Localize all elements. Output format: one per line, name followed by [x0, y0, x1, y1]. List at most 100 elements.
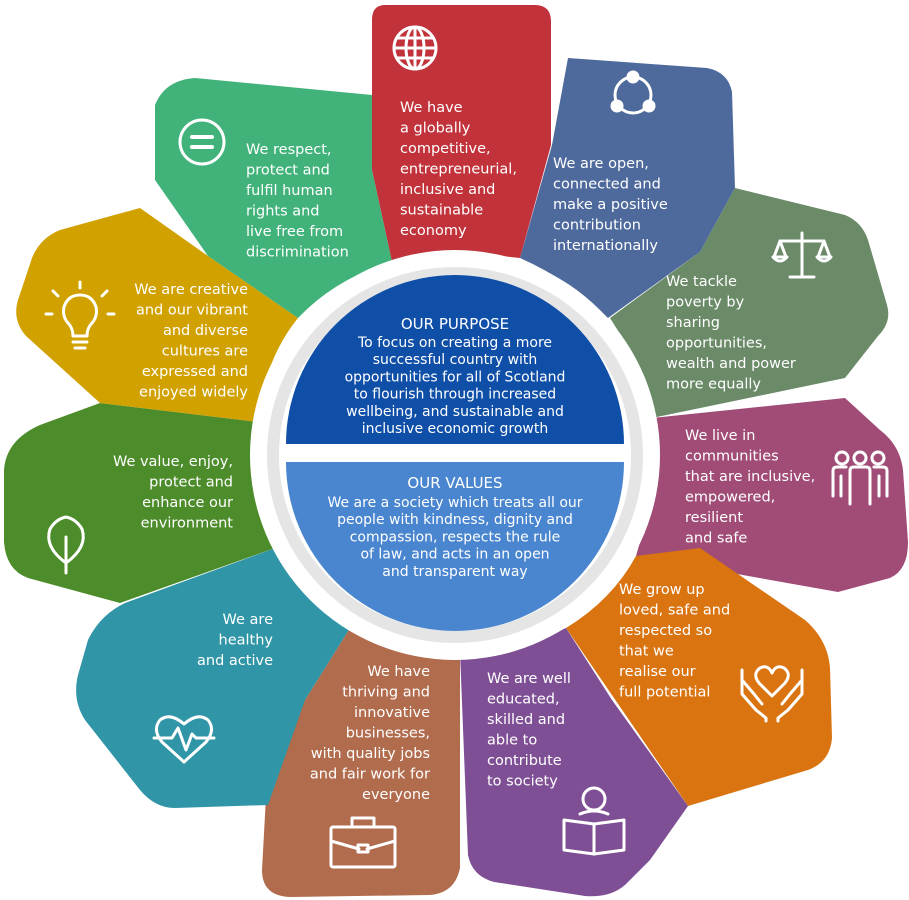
- text-line: sustainable: [400, 203, 483, 219]
- briefcase-icon: [329, 816, 397, 869]
- petal-text-education: We are well educated, skilled and able to co…: [487, 671, 571, 790]
- petal-shape-human-rights: [155, 78, 392, 318]
- people-icon: [831, 450, 889, 506]
- text-line: opportunities,: [666, 336, 767, 352]
- text-line: protect and: [149, 475, 233, 491]
- text-line: businesses,: [346, 726, 430, 742]
- text-line: economy: [400, 223, 467, 239]
- text-line: to flourish through increased: [354, 387, 556, 403]
- text-line: full potential: [619, 685, 710, 701]
- text-line: We value, enjoy,: [113, 454, 233, 470]
- text-line: people with kindness, dignity and: [337, 512, 573, 528]
- text-line: enhance our: [142, 495, 233, 511]
- text-line: connected and: [553, 177, 661, 193]
- text-line: We have: [367, 664, 430, 680]
- leaf-icon: [47, 515, 85, 575]
- text-line: We are well: [487, 671, 571, 687]
- text-line: We are a society which treats all our: [327, 495, 582, 511]
- text-line: contribute: [487, 753, 562, 769]
- text-line: poverty by: [666, 295, 745, 311]
- petal-shape-education: [460, 628, 688, 897]
- text-line: We live in: [685, 428, 755, 444]
- text-line: competitive,: [400, 141, 491, 157]
- text-line: more equally: [666, 377, 761, 393]
- text-line: cultures are: [162, 344, 248, 360]
- text-line: live free from: [246, 224, 343, 240]
- petal-shape-environment: [4, 403, 275, 603]
- text-line: We are: [223, 612, 274, 628]
- reading-person-icon: [562, 786, 626, 856]
- text-line: and transparent way: [382, 564, 527, 580]
- text-line: with quality jobs: [311, 746, 430, 762]
- petal-shape-health: [76, 548, 351, 808]
- text-line: opportunities for all of Scotland: [345, 369, 566, 385]
- text-line: and diverse: [163, 323, 248, 339]
- heartbeat-icon: [152, 715, 216, 764]
- hands-heart-icon: [740, 665, 804, 723]
- text-line: that we: [619, 644, 674, 660]
- values-half: [286, 462, 624, 631]
- petal-text-economy: We have a globally competitive, entrepreneu…: [400, 100, 517, 239]
- lightbulb-icon: [44, 280, 116, 350]
- text-line: sharing: [666, 315, 720, 331]
- text-line: inclusive and: [400, 182, 495, 198]
- text-line: healthy: [219, 633, 274, 649]
- text-line: educated,: [487, 692, 560, 708]
- text-line: make a positive: [553, 197, 668, 213]
- text-line: internationally: [553, 238, 658, 254]
- text-line: We have: [400, 100, 463, 116]
- petal-shape-business: [262, 628, 460, 897]
- text-line: We grow up: [619, 582, 705, 598]
- text-line: empowered,: [685, 490, 775, 506]
- text-line: loved, safe and: [619, 603, 730, 619]
- text-line: resilient: [685, 510, 743, 526]
- text-line: We tackle: [666, 274, 737, 290]
- petal-shape-culture: [16, 208, 298, 422]
- petal-shape-communities: [636, 398, 908, 592]
- text-line: contribution: [553, 218, 641, 234]
- text-line: and fair work for: [310, 767, 430, 783]
- text-line: skilled and: [487, 712, 565, 728]
- text-line: a globally: [400, 121, 471, 137]
- text-line: able to: [487, 733, 537, 749]
- text-line: We respect,: [246, 142, 332, 158]
- text-line: thriving and: [342, 685, 430, 701]
- text-line: wellbeing, and sustainable and: [346, 404, 564, 420]
- text-line: communities: [685, 449, 779, 465]
- petal-economy: We have a globally competitive, entrepreneu…: [372, 5, 551, 262]
- petal-text-international: We are open, connected and make a positive…: [553, 156, 668, 254]
- text-line: We are open,: [553, 156, 649, 172]
- petal-poverty: We tackle poverty by sharing opportunities,…: [610, 188, 889, 418]
- text-line: We are creative: [134, 282, 248, 298]
- text-line: To focus on creating a more: [357, 335, 552, 351]
- petal-international: We are open, connected and make a positive…: [520, 58, 735, 318]
- text-line: inclusive economic growth: [362, 421, 548, 437]
- petal-shape-international: [520, 58, 735, 318]
- text-line: fulfil human: [246, 183, 333, 199]
- purpose-title: OUR PURPOSE: [401, 315, 509, 333]
- text-line: to society: [487, 774, 558, 790]
- purpose-half: [286, 275, 624, 444]
- text-line: rights and: [246, 204, 320, 220]
- equals-icon: [178, 118, 226, 166]
- text-line: successful country with: [373, 352, 538, 368]
- globe-icon: [392, 25, 438, 71]
- text-line: discrimination: [246, 245, 349, 261]
- petal-health: We are healthy and active: [76, 548, 351, 808]
- text-line: and active: [197, 653, 273, 669]
- text-line: wealth and power: [666, 356, 796, 372]
- text-line: entrepreneurial,: [400, 162, 517, 178]
- connected-circles-icon: [610, 70, 656, 115]
